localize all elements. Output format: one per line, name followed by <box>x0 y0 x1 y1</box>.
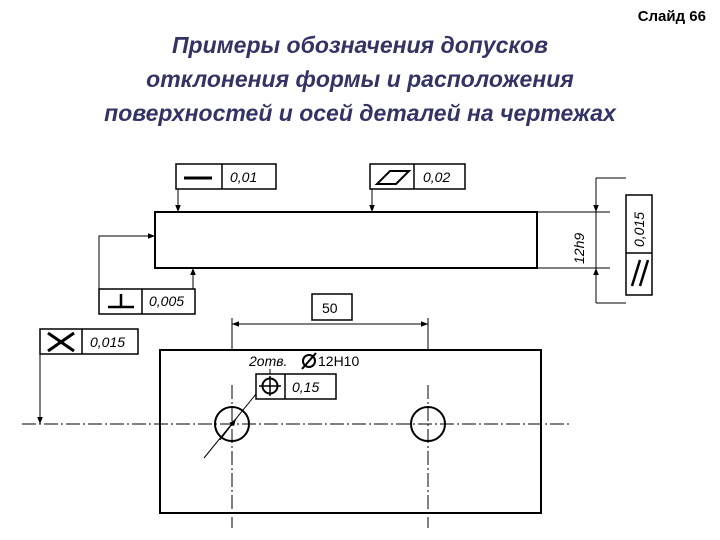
parallelism-frame: 0,015 <box>625 194 653 296</box>
distance-dimension: 50 <box>322 300 338 316</box>
part-plan-view <box>159 349 542 514</box>
holes-count: 2отв. <box>248 353 287 369</box>
slide-title: Примеры обозначения допусков отклонения … <box>0 28 720 130</box>
svg-text:2отв.: 2отв. <box>248 353 287 369</box>
parallelism-tolerance: 0,015 <box>631 212 647 247</box>
part-top-view <box>154 211 538 269</box>
holes-callout: 2отв. 12Н10 0,15 <box>203 352 359 459</box>
title-line-1: Примеры обозначения допусков <box>172 32 548 58</box>
crossing-axes-frame: 0,015 <box>37 328 139 424</box>
parallelism-icon <box>630 259 650 287</box>
perpendicularity-icon <box>108 294 134 309</box>
crossing-axes-tolerance: 0,015 <box>90 334 125 350</box>
title-line-2: отклонения формы и расположения <box>146 66 574 92</box>
height-dimension: 12h9 <box>537 177 626 304</box>
flatness-frame: 0,02 <box>369 163 466 212</box>
perpendicularity-tolerance: 0,005 <box>149 293 184 309</box>
dimension-50: 50 <box>231 293 429 350</box>
straightness-tolerance: 0,01 <box>230 169 257 185</box>
holes-size: 12Н10 <box>318 353 359 369</box>
diameter-icon <box>301 352 317 370</box>
hole-left <box>214 406 250 442</box>
hole-right <box>410 406 446 442</box>
flatness-icon <box>374 170 412 185</box>
slide-label: Слайд 66 <box>637 8 706 25</box>
title-line-3: поверхностей и осей деталей на чертежах <box>104 100 616 126</box>
straightness-frame: 0,01 <box>175 163 277 212</box>
position-tolerance: 0,15 <box>292 379 319 395</box>
crossing-axes-icon <box>47 331 75 353</box>
height-dimension-value: 12h9 <box>571 233 587 264</box>
perpendicularity-frame: 0,005 <box>98 233 196 315</box>
position-icon <box>259 376 281 396</box>
flatness-tolerance: 0,02 <box>423 169 450 185</box>
